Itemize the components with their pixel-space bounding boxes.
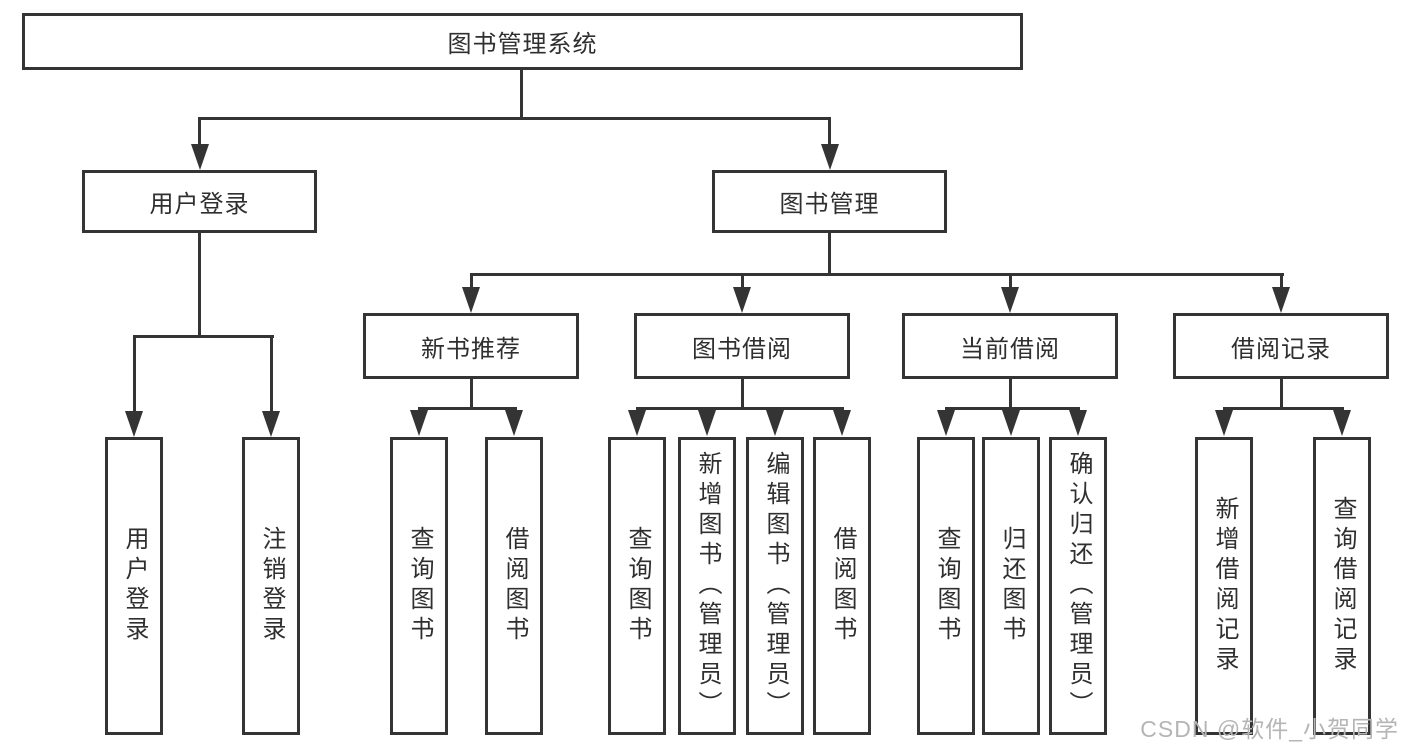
node-borrowing-records: 借阅记录	[1173, 313, 1389, 379]
node-leaf-label: 归还图书	[998, 526, 1025, 646]
arrowhead-down-icon	[698, 410, 716, 436]
connector-vline	[198, 117, 201, 146]
connector-hline	[945, 407, 1080, 410]
connector-vline	[828, 117, 831, 146]
connector-hline	[636, 407, 844, 410]
connector-vline	[1280, 273, 1283, 289]
connector-vline	[828, 233, 831, 275]
node-leaf-logout: 注销登录	[242, 437, 300, 735]
node-book-borrowing: 图书借阅	[634, 313, 850, 379]
arrowhead-down-icon	[937, 410, 955, 436]
arrowhead-down-icon	[125, 411, 143, 437]
arrowhead-down-icon	[462, 287, 480, 313]
connector-vline	[741, 273, 744, 289]
connector-hline	[1223, 407, 1344, 410]
node-leaf-query-borrow-record: 查询借阅记录	[1313, 437, 1371, 735]
node-leaf-label: 借阅图书	[829, 526, 856, 646]
node-leaf-label: 注销登录	[258, 526, 285, 646]
arrowhead-down-icon	[1001, 287, 1019, 313]
arrowhead-down-icon	[1215, 410, 1233, 436]
node-leaf-edit-books-admin: 编辑图书（管理员）	[746, 437, 804, 735]
connector-vline	[270, 335, 273, 413]
connector-vline	[1280, 379, 1283, 409]
node-leaf-label: 查询图书	[624, 526, 651, 646]
connector-vline	[470, 273, 473, 289]
connector-vline	[1009, 273, 1012, 289]
node-library-management-system: 图书管理系统	[22, 13, 1023, 70]
node-leaf-label: 查询图书	[406, 526, 433, 646]
arrowhead-down-icon	[410, 410, 428, 436]
connector-hline	[133, 335, 274, 338]
arrowhead-down-icon	[262, 411, 280, 437]
node-leaf-label: 用户登录	[121, 526, 148, 646]
csdn-watermark: CSDN @软件_小贺同学	[1140, 716, 1399, 742]
arrowhead-down-icon	[833, 410, 851, 436]
connector-vline	[520, 70, 523, 120]
connector-vline	[133, 335, 136, 413]
arrowhead-down-icon	[1333, 410, 1351, 436]
arrowhead-down-icon	[191, 144, 209, 170]
arrowhead-down-icon	[1272, 287, 1290, 313]
arrowhead-down-icon	[628, 410, 646, 436]
arrowhead-down-icon	[505, 410, 523, 436]
arrowhead-down-icon	[1002, 410, 1020, 436]
node-book-management: 图书管理	[712, 170, 947, 233]
node-leaf-query-books-current: 查询图书	[917, 437, 975, 735]
arrowhead-down-icon	[1069, 410, 1087, 436]
node-leaf-borrow-books: 借阅图书	[813, 437, 871, 735]
node-current-borrowing: 当前借阅	[902, 313, 1118, 379]
connector-vline	[741, 379, 744, 409]
node-leaf-label: 查询借阅记录	[1329, 496, 1356, 676]
connector-vline	[198, 233, 201, 337]
node-leaf-user-login: 用户登录	[105, 437, 163, 735]
node-leaf-add-books-admin: 新增图书（管理员）	[678, 437, 736, 735]
node-leaf-label: 确认归还（管理员）	[1065, 451, 1092, 721]
connector-vline	[470, 379, 473, 409]
node-leaf-label: 新增图书（管理员）	[694, 451, 721, 721]
connector-hline	[418, 407, 517, 410]
node-leaf-label: 查询图书	[933, 526, 960, 646]
node-leaf-label: 借阅图书	[501, 526, 528, 646]
node-leaf-query-books-recommend: 查询图书	[390, 437, 448, 735]
node-leaf-label: 编辑图书（管理员）	[762, 451, 789, 721]
node-new-book-recommendation: 新书推荐	[363, 313, 579, 379]
arrowhead-down-icon	[766, 410, 784, 436]
connector-hline	[198, 117, 831, 120]
node-leaf-confirm-return-admin: 确认归还（管理员）	[1049, 437, 1107, 735]
node-leaf-return-books: 归还图书	[982, 437, 1040, 735]
arrowhead-down-icon	[821, 144, 839, 170]
node-leaf-borrow-books-recommend: 借阅图书	[485, 437, 543, 735]
connector-hline	[470, 273, 1284, 276]
node-user-login: 用户登录	[82, 170, 317, 233]
connector-vline	[1009, 379, 1012, 409]
node-leaf-label: 新增借阅记录	[1211, 496, 1238, 676]
node-leaf-query-books: 查询图书	[608, 437, 666, 735]
node-leaf-add-borrow-record: 新增借阅记录	[1195, 437, 1253, 735]
arrowhead-down-icon	[733, 287, 751, 313]
